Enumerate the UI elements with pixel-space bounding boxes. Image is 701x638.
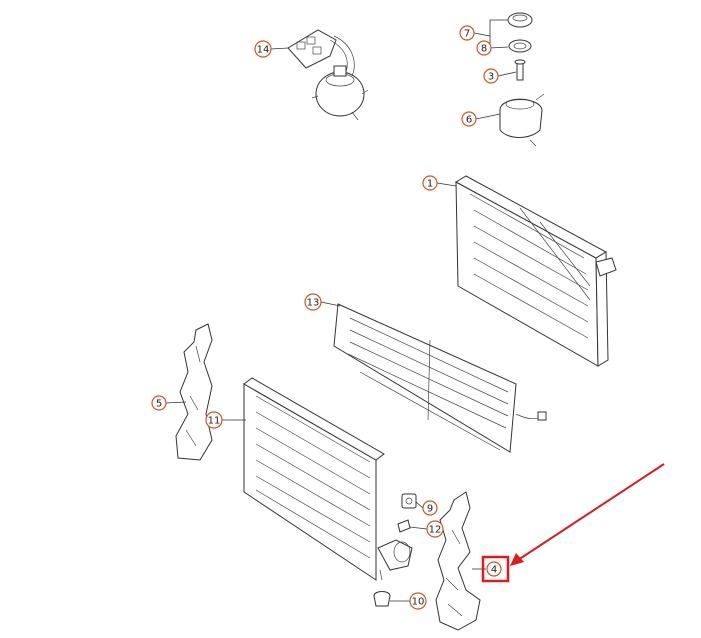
air-shutter-frame [333,303,547,453]
cap-assembly [499,12,545,147]
callout-label: 13 [307,298,320,309]
highlight-arrow [510,463,665,566]
right-air-guide [435,491,481,631]
callout-label: 10 [412,597,425,608]
callout-label: 1 [427,179,433,190]
callout-14: 14 [254,40,272,58]
expansion-tank-assembly [287,29,369,121]
left-air-guide [175,323,213,461]
highlight-box [481,555,510,583]
callout-3: 3 [483,68,499,84]
callout-label: 6 [466,115,472,126]
callout-11: 11 [205,411,223,429]
callout-label: 4 [491,565,497,576]
leader-lines [165,19,517,602]
callout-12: 12 [426,520,444,538]
callout-9: 9 [422,500,438,516]
callout-label: 7 [464,29,470,40]
radiator [454,175,617,367]
callout-13: 13 [304,293,322,311]
callout-10: 10 [409,592,427,610]
callout-label: 5 [156,399,162,410]
callout-label: 3 [488,72,494,83]
fasteners [373,493,417,607]
callout-5: 5 [151,395,167,411]
charge-air-cooler [243,377,413,581]
callout-label: 14 [257,45,270,56]
callout-label: 8 [481,44,487,55]
callout-6: 6 [461,111,477,127]
callout-4: 4 [486,561,502,577]
callout-label: 11 [208,416,221,427]
callout-7: 7 [459,25,475,41]
callout-1: 1 [422,175,438,191]
callout-label: 12 [429,525,442,536]
callout-8: 8 [476,40,492,56]
callout-label: 9 [427,504,433,515]
